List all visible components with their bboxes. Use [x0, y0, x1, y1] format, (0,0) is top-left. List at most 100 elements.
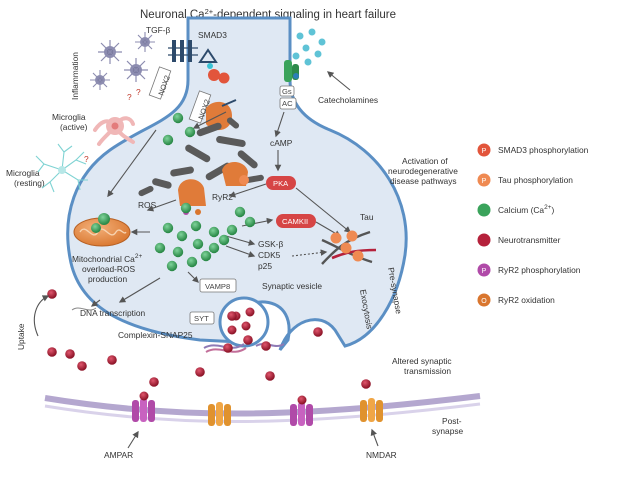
gs-box: Gs	[279, 85, 295, 97]
calcium-ion	[166, 260, 178, 272]
pka-pill: PKA	[266, 176, 296, 190]
legend-glyph: P	[482, 178, 487, 185]
postsynapse-label-2: synapse	[432, 426, 464, 436]
calcium-gsk-arrow	[225, 235, 256, 246]
p25-label: p25	[258, 261, 272, 271]
microglia-inflamed-icon	[124, 58, 148, 82]
neurotransmitter-molecule	[227, 311, 237, 321]
neurotransmitter-molecule	[195, 367, 205, 377]
postsynapse-label-1: Post-	[442, 416, 462, 426]
svg-text:Gs: Gs	[282, 87, 292, 96]
nmdar-receptor-icon-2	[360, 398, 383, 422]
microglia-resting-label-1: Microglia	[6, 168, 40, 178]
inflammation-label: Inflammation	[70, 52, 80, 100]
tau-phosphorylation-icon	[477, 173, 491, 187]
legend-label: SMAD3 phosphorylation	[498, 145, 589, 155]
cdk5-label: CDK5	[258, 250, 281, 260]
neurotransmitter-molecule	[47, 347, 57, 357]
calcium-ion	[244, 216, 256, 228]
neurotransmitter-molecule	[47, 289, 57, 299]
calcium-ion	[172, 246, 184, 258]
ryr2-label: RyR2	[212, 192, 233, 202]
calcium-ion	[218, 234, 230, 246]
neurotransmitter-molecule	[77, 361, 87, 371]
neurotransmitter-molecule	[223, 343, 233, 353]
neurotransmitter-molecule	[149, 377, 159, 387]
ryr2-oxidation-icon	[477, 293, 491, 307]
tgfb-receptor-icon	[168, 40, 198, 62]
legend-glyph: P	[482, 268, 487, 275]
calcium-ion	[226, 224, 238, 236]
neurotransmitter-molecule	[313, 327, 323, 337]
mito-label-3: production	[88, 274, 127, 284]
ampar-arrow	[127, 430, 139, 449]
legend-item: O RyR2 oxidation	[477, 293, 555, 307]
cdk5-tau-arrow	[291, 249, 328, 257]
svg-text:VAMP8: VAMP8	[205, 282, 230, 291]
catecholamine-particles	[292, 28, 326, 66]
adrenergic-receptor-icon	[284, 60, 299, 82]
calcium-vamp8-arrow	[187, 271, 199, 283]
neurotransmitter-molecule	[261, 341, 271, 351]
neurotransmitter-molecule	[107, 355, 117, 365]
microglia-inflammation-cluster	[90, 32, 155, 90]
smad3-label: SMAD3	[198, 30, 227, 40]
microglia-active-icon	[93, 116, 135, 146]
calcium-ion	[186, 256, 198, 268]
tau-tangle-icon	[321, 230, 377, 265]
calcium-ion	[192, 238, 204, 250]
neurotransmitter-icon	[477, 233, 491, 247]
smad3-phosphorylation-icon	[477, 143, 491, 157]
svg-text:AC: AC	[282, 99, 293, 108]
postsynaptic-membrane-inner	[44, 402, 481, 424]
uptake-label: Uptake	[16, 323, 26, 350]
calcium-ion	[190, 220, 202, 232]
microglia-mito-arrow	[107, 129, 157, 198]
legend-glyph: P	[482, 148, 487, 155]
calcium-ion	[180, 202, 192, 214]
calcium-ions	[154, 112, 256, 272]
altered-label-2: transmission	[404, 366, 451, 376]
calcium-ion	[200, 250, 212, 262]
tgfb-label: TGF-β	[146, 25, 171, 35]
neurotransmitter-molecule	[265, 371, 275, 381]
uptake-arrow	[33, 295, 50, 337]
legend-label: RyR2 oxidation	[498, 295, 555, 305]
svg-text:CAMKII: CAMKII	[282, 217, 308, 226]
nmdar-arrow	[370, 428, 379, 447]
ampar-label: AMPAR	[104, 450, 133, 460]
calcium-ion	[162, 222, 174, 234]
vamp8-box: VAMP8	[199, 278, 237, 293]
legend-glyph: O	[481, 298, 487, 305]
legend-label: RyR2 phosphorylation	[498, 265, 581, 275]
postsynaptic-membrane	[44, 393, 481, 417]
altered-label-1: Altered synaptic	[392, 356, 452, 366]
microglia-inflamed-icon	[90, 70, 110, 90]
activation-label-1: Activation of	[402, 156, 448, 166]
legend-label: Neurotransmitter	[498, 235, 561, 245]
microglia-active-label-1: Microglia	[52, 112, 86, 122]
question-mark-2: ?	[136, 87, 141, 97]
snare-complex-icon	[203, 343, 285, 353]
calcium-ion	[154, 242, 166, 254]
legend-item: Calcium (Ca2+)	[477, 203, 555, 217]
activation-label-2: neurodegenerative	[388, 166, 458, 176]
tau-label: Tau	[360, 212, 374, 222]
microglia-inflamed-icon	[98, 40, 122, 64]
camkii-pill: CAMKII	[276, 214, 316, 228]
legend-item: P RyR2 phosphorylation	[477, 263, 581, 277]
calcium-ion	[184, 126, 196, 138]
ros-label: ROS	[138, 200, 157, 210]
calcium-ion	[234, 206, 246, 218]
legend-label: Tau phosphorylation	[498, 175, 573, 185]
smad3-protein-icon	[198, 48, 230, 84]
nox2-er-arrow	[192, 111, 227, 129]
calcium-ion	[162, 134, 174, 146]
synaptic-vesicle-label: Synaptic vesicle	[262, 281, 322, 291]
ampar-receptor-icon	[132, 391, 155, 422]
calcium-ion	[172, 112, 184, 124]
catecholamine-arrow	[326, 71, 351, 91]
ros-arrow	[146, 199, 177, 212]
microglia-resting-label-2: (resting)	[14, 178, 45, 188]
